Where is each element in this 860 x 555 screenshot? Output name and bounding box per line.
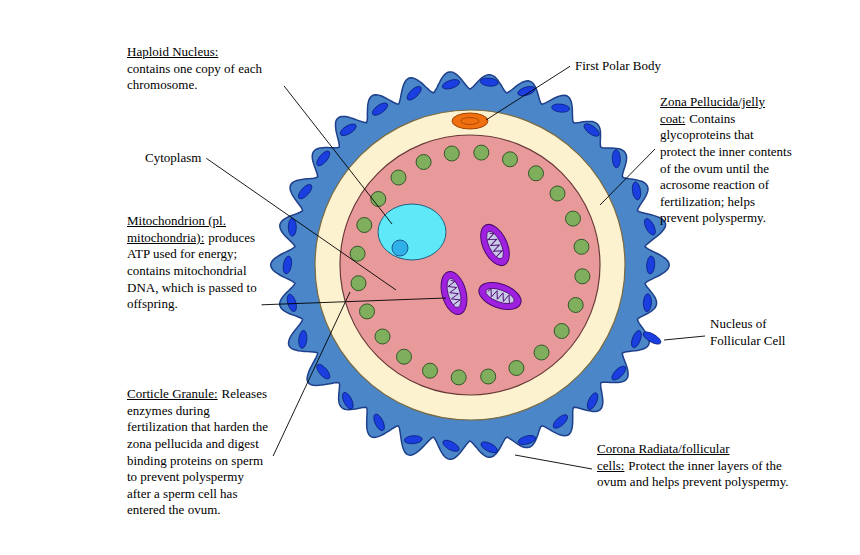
cortical-granule xyxy=(550,186,565,201)
polar-body-inner xyxy=(461,118,479,125)
zona-pellucida xyxy=(315,110,625,420)
mitochondrion xyxy=(475,220,515,270)
cortical-granule xyxy=(554,324,569,339)
cortical-granule xyxy=(357,218,372,233)
callout-text: Zona Pellucida/jelly coat:Contains glyco… xyxy=(660,94,792,227)
follicular-nucleus xyxy=(340,391,355,411)
callout-text: Nucleus of Follicular Cell xyxy=(710,316,790,349)
follicular-nucleus xyxy=(441,438,461,454)
follicular-nucleus xyxy=(643,293,652,311)
cortical-granule xyxy=(350,246,365,261)
cortical-granule xyxy=(566,211,581,226)
follicular-nucleus xyxy=(314,149,332,168)
follicular-nucleus xyxy=(372,413,387,433)
follicular-nucleus xyxy=(631,181,642,200)
leader-line xyxy=(664,336,705,340)
haploid-nucleus xyxy=(378,204,446,260)
cortical-granule xyxy=(575,269,590,284)
part-heading: Haploid Nucleus: xyxy=(127,44,279,61)
follicular-nucleus xyxy=(629,329,643,349)
nucleolus xyxy=(392,240,408,256)
cortical-granules xyxy=(350,145,590,385)
part-label: Nucleus of Follicular Cell xyxy=(710,316,785,348)
leader-line xyxy=(515,455,592,469)
follicular-nucleus xyxy=(405,84,424,102)
follicular-nucleus xyxy=(404,435,423,444)
callout-text: First Polar Body xyxy=(575,58,695,75)
follicular-nucleus xyxy=(441,78,461,91)
cortical-granule xyxy=(503,152,518,167)
part-label: contains one copy of each chromosome. xyxy=(127,61,262,93)
cortical-granule xyxy=(529,166,544,181)
follicular-nucleus xyxy=(517,434,536,446)
follicular-nucleus xyxy=(282,255,293,274)
part-label: Protect the inner layers of the ovum and… xyxy=(597,458,789,490)
part-label: First Polar Body xyxy=(575,58,661,73)
cortical-granule xyxy=(481,369,496,384)
follicular-nucleus xyxy=(642,217,657,237)
follicular-nucleus xyxy=(370,101,389,118)
callout-text: Corona Radiata/follicular cells:Protect … xyxy=(597,441,797,491)
follicular-nucleus xyxy=(285,293,298,313)
corona-base xyxy=(298,93,642,437)
follicular-nucleus xyxy=(288,218,296,236)
leader-line xyxy=(262,298,446,305)
follicular-nucleus xyxy=(338,122,358,138)
leader-line xyxy=(273,292,350,456)
polar-body xyxy=(452,113,488,129)
part-label: Contains glycoproteins that protect the … xyxy=(660,111,792,226)
follicular-nucleus xyxy=(641,330,662,347)
follicular-nucleus xyxy=(612,150,621,168)
callout-text: Cytoplasm xyxy=(145,150,235,167)
cortical-granule xyxy=(375,329,390,344)
part-label: Releases enzymes during fertilization th… xyxy=(127,386,268,517)
mitochondrion xyxy=(475,277,525,315)
follicular-nucleus xyxy=(551,413,570,431)
cortical-granule xyxy=(397,349,412,364)
cortical-granule xyxy=(391,170,406,185)
mitochondrion xyxy=(437,269,472,318)
cortical-granule xyxy=(451,370,466,385)
cortical-granule xyxy=(351,276,366,291)
mitochondria xyxy=(437,220,525,317)
part-heading: Corticle Granule: xyxy=(127,386,218,401)
cortical-granule xyxy=(371,192,386,207)
cortical-granule xyxy=(444,146,459,161)
cortical-granule xyxy=(474,145,489,160)
cortical-granule xyxy=(416,155,431,170)
cortical-granule xyxy=(360,304,375,319)
follicular-nucleus xyxy=(479,440,499,455)
cytoplasm xyxy=(340,135,600,395)
cortical-granule xyxy=(534,345,549,360)
leader-line xyxy=(284,86,392,224)
callout-text: Mitochondrion (pl. mitochondria):produce… xyxy=(127,213,277,313)
follicular-nucleus xyxy=(585,391,600,411)
callout-text: Corticle Granule:Releases enzymes during… xyxy=(127,386,269,519)
cortical-granule xyxy=(509,361,524,376)
callout-text: Haploid Nucleus:contains one copy of eac… xyxy=(127,44,279,94)
follicular-nucleus xyxy=(610,364,628,382)
leader-line xyxy=(600,149,655,205)
follicular-nucleus xyxy=(314,362,332,381)
follicular-nucleus xyxy=(517,85,537,98)
cortical-granule xyxy=(568,298,583,313)
leader-line xyxy=(486,66,570,120)
cortical-granule xyxy=(574,239,589,254)
corona-outline xyxy=(271,72,670,459)
follicular-nucleus xyxy=(298,330,308,349)
corona-radiata xyxy=(271,72,670,459)
cortical-granule xyxy=(423,363,438,378)
follicular-nucleus xyxy=(551,103,570,113)
follicular-nuclei xyxy=(282,77,663,455)
follicular-nucleus xyxy=(646,256,655,275)
part-label: Cytoplasm xyxy=(145,150,201,165)
follicular-nucleus xyxy=(480,77,499,87)
follicular-nucleus xyxy=(296,182,314,201)
follicular-nucleus xyxy=(582,121,601,138)
